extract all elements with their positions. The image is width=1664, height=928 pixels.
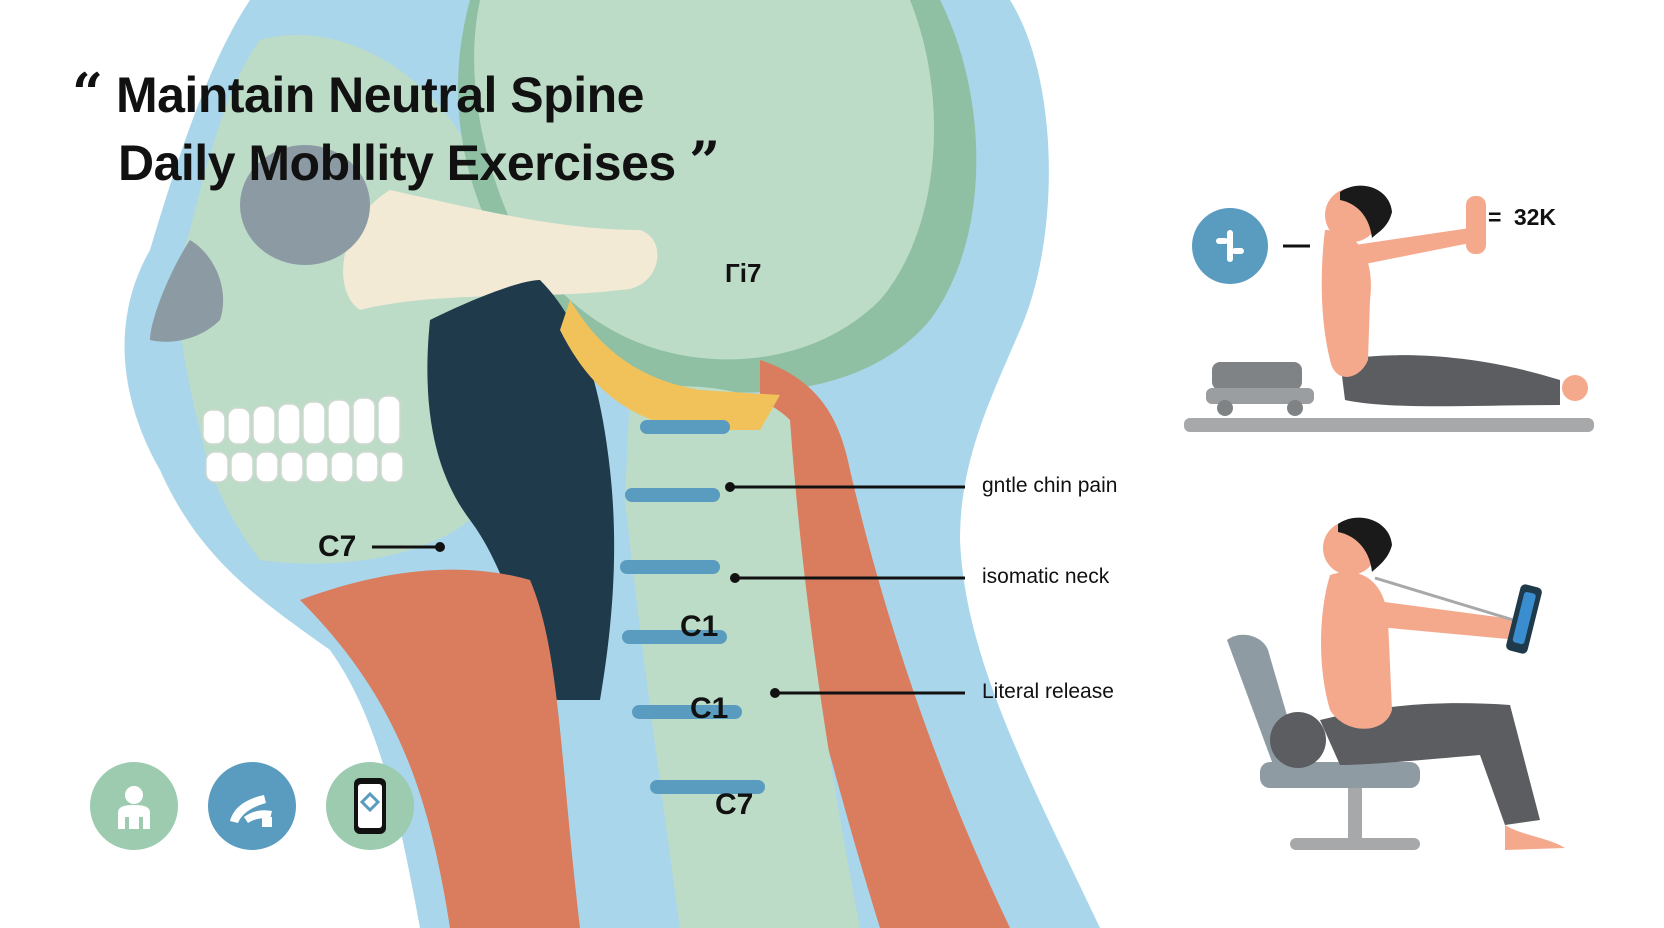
callout-chin: gntle chin pain	[982, 474, 1118, 497]
headline-text-1: Maintain Neutral Spine	[115, 67, 644, 123]
person-icon-button[interactable]	[90, 762, 178, 850]
cheek-bone	[343, 190, 658, 310]
eye-socket	[240, 145, 370, 265]
callout-lateral: Literal release	[982, 680, 1114, 703]
vertebra-label-c1-upper: C1	[680, 610, 719, 643]
spine-discs	[620, 420, 765, 794]
pharynx	[427, 280, 615, 700]
stretch-icon	[230, 795, 272, 827]
headline-line-1: “ Maintain Neutral Spine	[72, 60, 720, 128]
neck-muscle-back	[760, 360, 1010, 928]
figure-chair-press	[1227, 517, 1565, 850]
spine-icon-button[interactable]	[1192, 208, 1268, 284]
vertebra-label-jaw: C7	[318, 530, 357, 563]
ligament	[560, 300, 780, 430]
callout-dots	[435, 482, 780, 698]
headline-text-2: Daily Mobllity Exercises	[118, 135, 676, 191]
nose-cavity	[150, 240, 224, 342]
headline-line-2: Daily Mobllity Exercises ”	[72, 128, 720, 196]
teeth	[202, 395, 404, 483]
phone-icon	[354, 778, 386, 834]
counter: = 32K	[1488, 204, 1556, 231]
figure-seated-row	[1184, 185, 1594, 432]
stretch-icon-button[interactable]	[208, 762, 296, 850]
close-quote: ”	[689, 129, 720, 193]
vertebra-label-c1-lower: C1	[690, 692, 729, 725]
counter-prefix: =	[1488, 204, 1502, 230]
phone-icon-button[interactable]	[326, 762, 414, 850]
vertebra-label-c7-lower: C7	[715, 788, 754, 821]
skull-label: Гi7	[725, 258, 762, 288]
spine-icon	[1216, 230, 1244, 262]
counter-value: 32K	[1513, 204, 1557, 230]
headline: “ Maintain Neutral Spine Daily Mobllity …	[72, 60, 720, 196]
callout-lines	[372, 485, 965, 695]
open-quote: “	[72, 61, 103, 125]
callout-isometric: isomatic neck	[982, 565, 1110, 588]
person-icon	[118, 786, 150, 829]
neck-muscle-front	[300, 569, 580, 928]
